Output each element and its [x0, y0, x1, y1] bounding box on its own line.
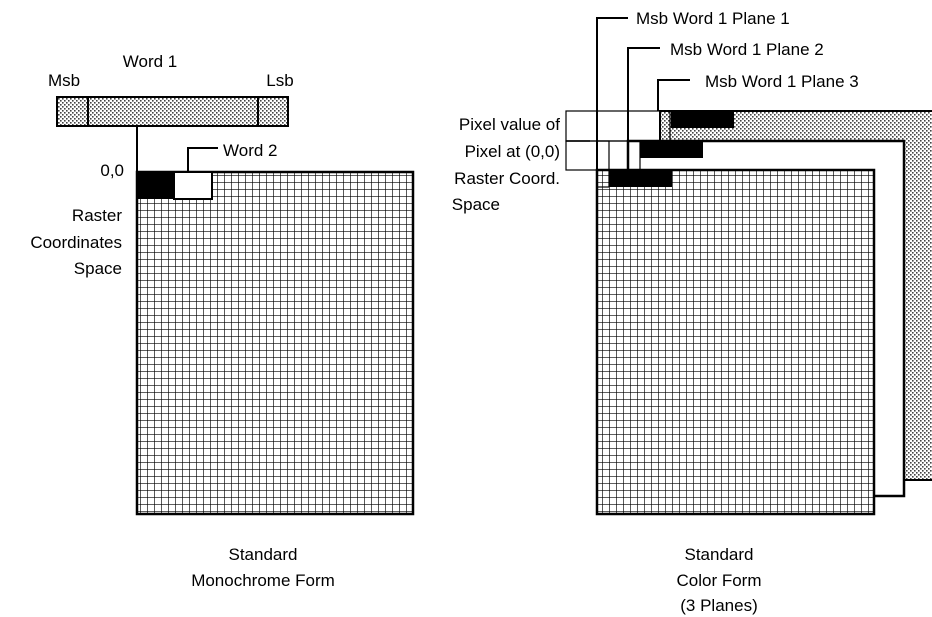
plane1-leader [596, 17, 628, 170]
raster-space-label-line: Space [74, 259, 122, 278]
mono-caption-line: Monochrome Form [191, 571, 335, 590]
msb-label: Msb [48, 71, 80, 90]
plane3-msb-block [671, 111, 734, 128]
lsb-label: Lsb [266, 71, 293, 90]
plane2-msb-block [640, 141, 703, 158]
word1-pixel-block [137, 172, 174, 199]
color-form: Msb Word 1 Plane 1 Msb Word 1 Plane 2 Ms… [452, 9, 932, 615]
pixel-value-label-line: Pixel at (0,0) [465, 142, 560, 161]
mono-caption-line: Standard [229, 545, 298, 564]
pixel-value-label-line: Space [452, 195, 500, 214]
pixel-value-square-plane3 [565, 110, 671, 142]
monochrome-form: Word 1 Msb Lsb Word 2 0,0 Raster Coordin… [30, 52, 415, 590]
raster-space-label-line: Coordinates [30, 233, 122, 252]
plane2-leader [627, 47, 660, 141]
plane2-label: Msb Word 1 Plane 2 [670, 40, 824, 59]
plane3-leader [657, 79, 690, 111]
color-caption-line: (3 Planes) [680, 596, 757, 615]
word1-bar [56, 96, 289, 127]
pixel-value-label-line: Pixel value of [459, 115, 560, 134]
word2-label: Word 2 [223, 141, 278, 160]
color-caption-line: Color Form [676, 571, 761, 590]
mono-raster-grid [135, 170, 415, 516]
plane1-msb-block [609, 170, 672, 187]
word1-label: Word 1 [123, 52, 178, 71]
color-caption-line: Standard [685, 545, 754, 564]
pixel-value-label-line: Raster Coord. [454, 169, 560, 188]
raster-space-label-line: Raster [72, 206, 122, 225]
word2-leader [187, 147, 218, 172]
word2-pixel-block [173, 171, 213, 200]
plane3-label: Msb Word 1 Plane 3 [705, 72, 859, 91]
origin-label: 0,0 [100, 161, 124, 180]
plane1-label: Msb Word 1 Plane 1 [636, 9, 790, 28]
plane1-raster-grid [595, 168, 876, 516]
